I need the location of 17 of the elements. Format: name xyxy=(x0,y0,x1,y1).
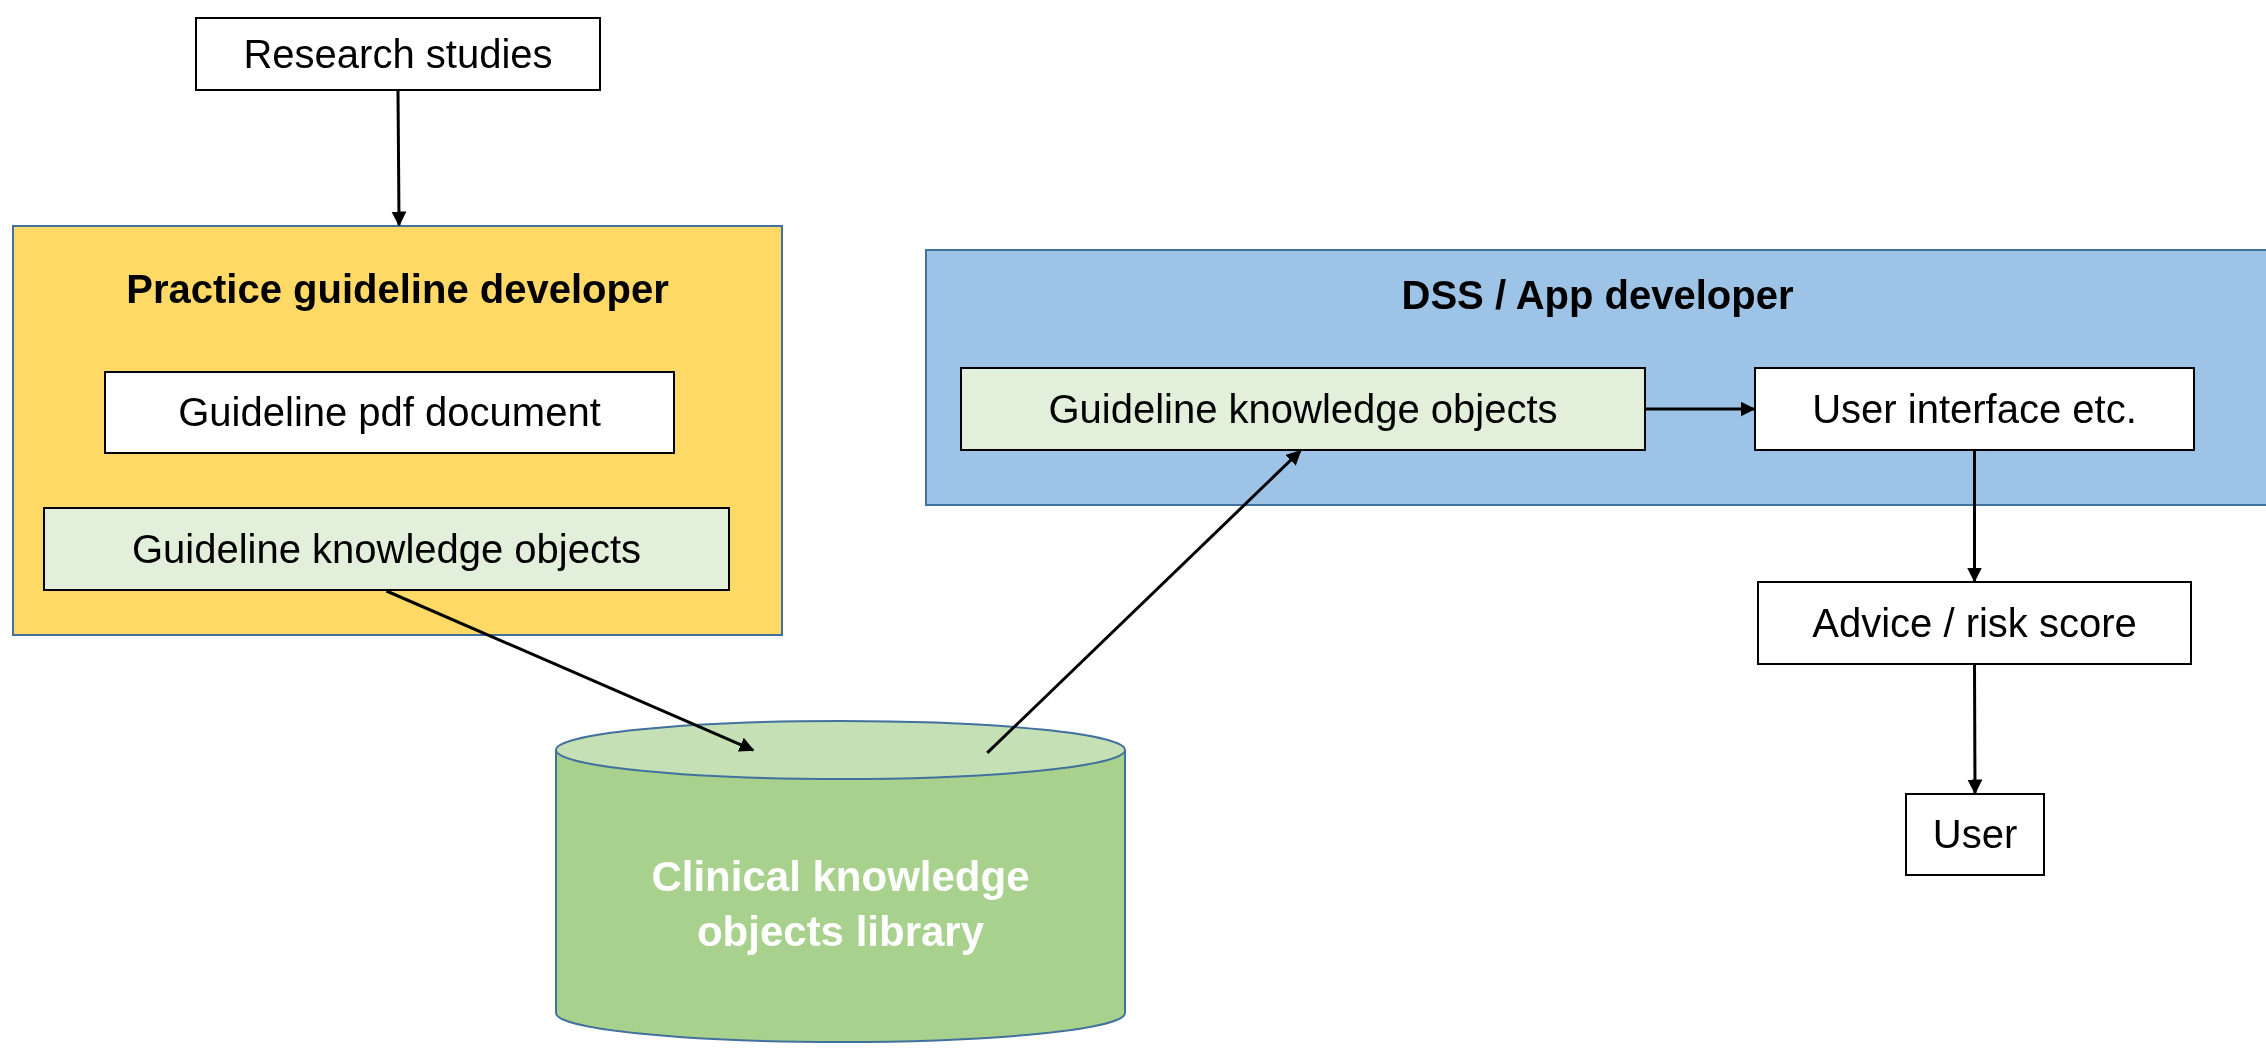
knowledge-box: Guideline knowledge objects xyxy=(960,367,1646,451)
process-box: Guideline pdf document xyxy=(104,371,675,454)
group-panel xyxy=(12,225,783,636)
arrow xyxy=(1646,401,1756,417)
process-box: User xyxy=(1905,793,2045,876)
panel-heading: DSS / App developer xyxy=(1400,273,1795,318)
knowledge-box: Guideline knowledge objects xyxy=(43,507,730,591)
cylinder-label: Clinical knowledge objects library xyxy=(650,852,1031,957)
process-box: Research studies xyxy=(195,17,601,91)
arrow xyxy=(391,91,407,227)
arrow xyxy=(1967,665,1983,795)
panel-heading: Practice guideline developer xyxy=(125,267,670,312)
arrow xyxy=(385,589,755,752)
process-box: Advice / risk score xyxy=(1757,581,2192,665)
arrow xyxy=(1967,451,1982,583)
group-panel xyxy=(925,249,2266,506)
process-box: User interface etc. xyxy=(1754,367,2195,451)
